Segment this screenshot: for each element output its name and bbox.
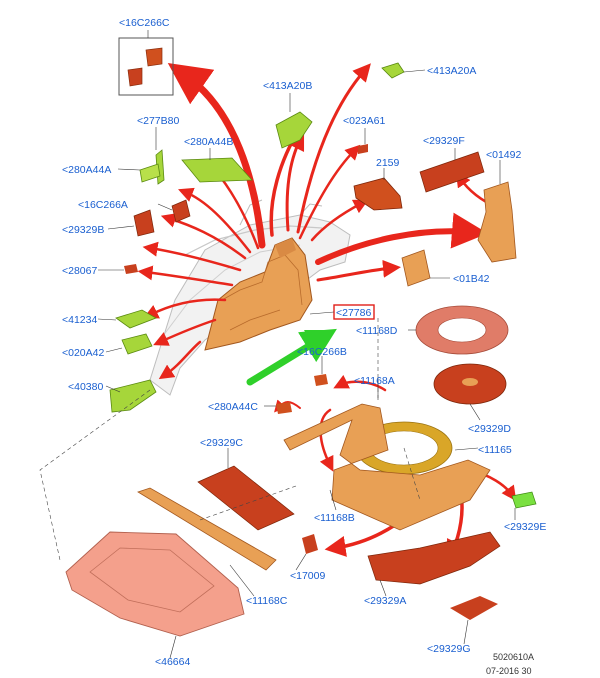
part-023a61 [358,144,368,154]
label-28067: <28067 [62,265,97,277]
part-29329c [197,465,295,531]
part-29329d-disc [433,363,507,405]
label-41234: <41234 [62,314,97,326]
label-023a61: <023A61 [343,115,385,127]
part-280a44c [276,402,292,414]
part-46664-tray [65,531,245,637]
leader-lines [97,30,516,659]
label-11165: <11165 [478,444,512,456]
label-01b42: <01B42 [453,273,490,285]
label-280a44b: <280A44B [184,136,233,148]
part-01492 [477,181,517,263]
part-16c266b [314,374,328,386]
green-highlight-arrow [246,328,337,386]
label-2159: 2159 [376,157,400,169]
label-11168c: <11168C [246,595,288,607]
label-29329d: <29329D [468,423,511,435]
label-413a20a: <413A20A [427,65,476,77]
part-11168d-ring [415,305,509,355]
part-16c266c-group [118,37,174,96]
part-41234 [115,309,157,329]
part-16c266a [171,199,191,223]
part-29329a [367,531,501,585]
part-2159 [353,177,403,211]
part-11168a-floor [283,403,491,531]
label-29329a: <29329A [364,595,406,607]
part-01b42 [401,249,431,287]
label-29329c: <29329C [200,437,243,449]
label-277b80: <277B80 [137,115,179,127]
part-280a44b [181,157,253,183]
label-17009: <17009 [290,570,325,582]
label-40380: <40380 [68,381,103,393]
part-29329e [511,491,537,509]
part-40380 [109,379,157,413]
label-280a44c: <280A44C [208,401,258,413]
label-16c266b: <16C266B [297,346,347,358]
label-29329e: <29329E [504,521,546,533]
part-29329b [133,209,155,237]
label-27786: <27786 [336,307,371,319]
dashed-connectors [39,318,421,561]
part-29329f [419,151,485,193]
label-16c266c-top: <16C266C [119,17,170,29]
label-46664: <46664 [155,656,190,668]
label-11168a: <11168A [354,375,395,387]
label-020a42: <020A42 [62,347,104,359]
label-29329g: <29329G [427,643,471,655]
label-11168d: <11168D [356,325,398,337]
part-277b80 [139,149,165,185]
part-17009 [302,534,318,554]
label-29329b: <29329B [62,224,104,236]
diagram-date: 07-2016 30 [486,666,532,676]
label-413a20b: <413A20B [263,80,312,92]
label-01492: <01492 [486,149,521,161]
diagram-code: 5020610A [493,652,534,662]
label-29329f: <29329F [423,135,465,147]
part-413a20b [275,111,313,149]
part-28067 [124,264,138,274]
part-11168c-beam [137,487,277,571]
part-27786-quarter-panel [204,237,313,351]
part-29329g [450,596,498,620]
part-413a20a [381,62,405,79]
part-labels: <16C266C <413A20B <413A20A <277B80 <280A… [62,17,546,668]
label-11168b: <11168B [314,512,355,524]
label-280a44a: <280A44A [62,164,111,176]
part-020a42 [121,333,153,355]
label-16c266a: <16C266A [78,199,128,211]
